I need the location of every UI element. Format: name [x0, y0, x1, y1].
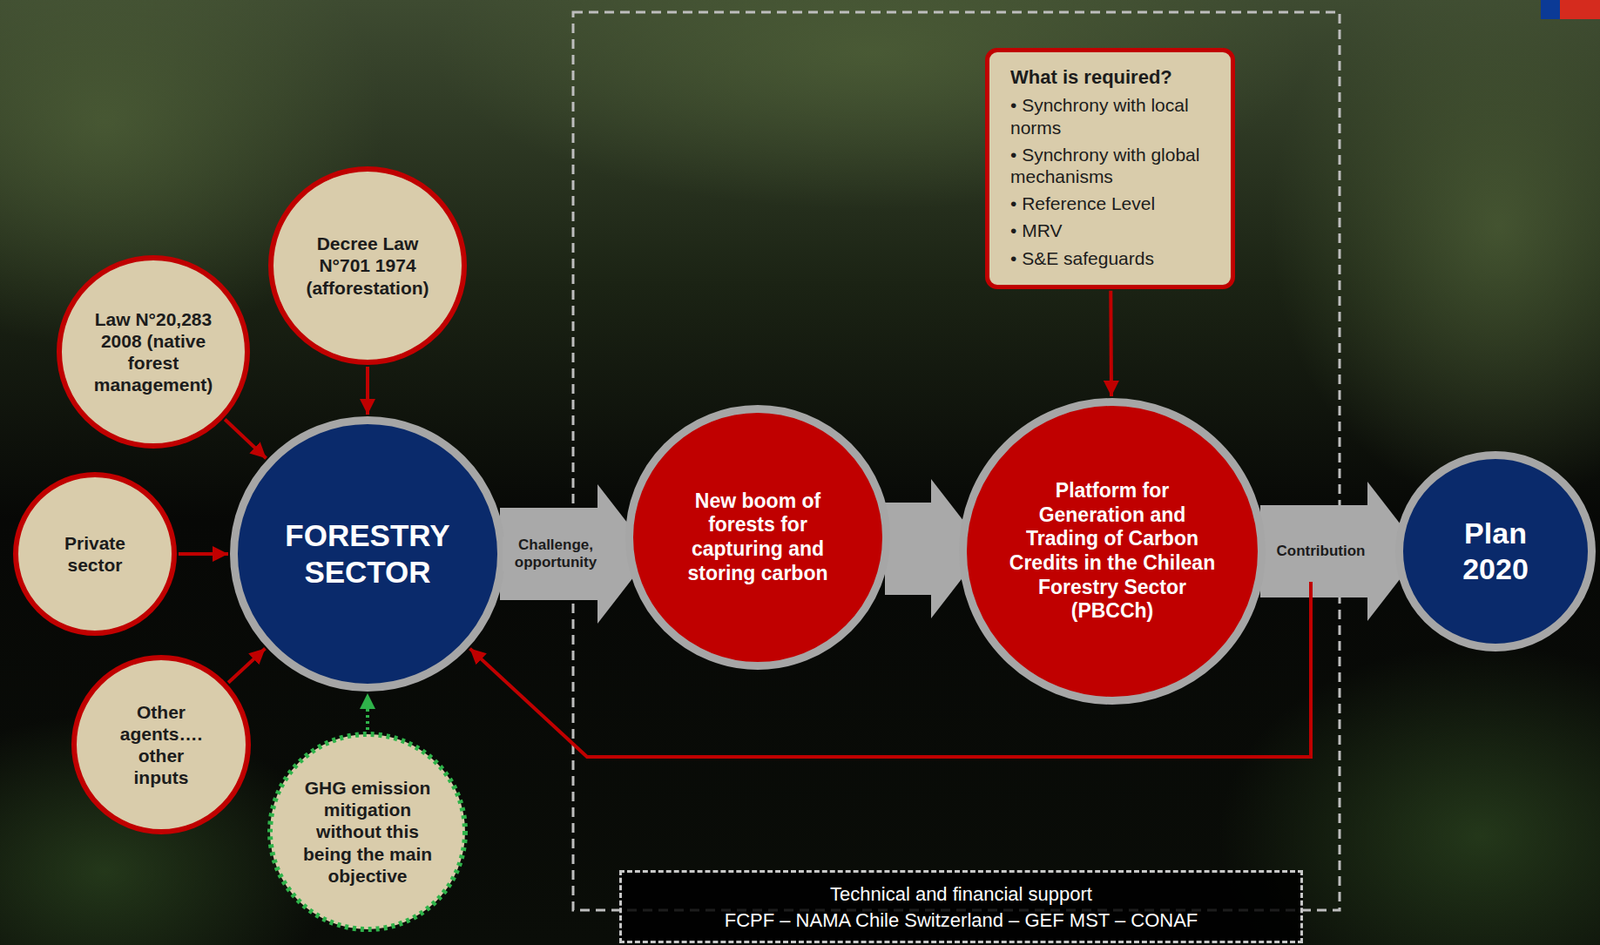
arrow-connector: [224, 419, 266, 460]
circle-outline: [629, 409, 887, 667]
dotted-connector: [365, 693, 370, 730]
circle-outline-svg: [13, 472, 177, 636]
circle-outline-svg: [56, 255, 250, 449]
node-text: GHG emission mitigation without this bei…: [296, 776, 440, 887]
node-text: Platform for Generation and Trading of C…: [1005, 479, 1220, 624]
sector-circle: FORESTRY SECTOR: [229, 416, 506, 692]
circle-outline: [59, 257, 248, 446]
arrow-connector: [178, 552, 229, 556]
plan-circle: Plan 2020: [1395, 451, 1596, 652]
node-text: FORESTRY SECTOR: [258, 517, 477, 591]
group-dashed-frame: [573, 12, 1340, 911]
node-text: Plan 2020: [1434, 515, 1557, 588]
node-text: Decree Law N°701 1974 (afforestation): [297, 232, 438, 299]
node-body-text: FCPF – NAMA Chile Switzerland – GEF MST …: [630, 909, 1292, 932]
circle-content: New boom of forests for capturing and st…: [625, 405, 891, 670]
node-text: Technical and financial support: [630, 883, 1292, 906]
node-text: New boom of forests for capturing and st…: [675, 489, 841, 586]
node-body-text: • Reference Level: [1010, 192, 1216, 215]
node-text: Law N°20,283 2008 (native forest managem…: [87, 308, 219, 397]
requirements-box: What is required? • Synchrony with local …: [985, 47, 1236, 290]
input-circle: Other agents…. other inputs: [71, 654, 251, 835]
process-circle: New boom of forests for capturing and st…: [625, 405, 891, 670]
circle-outline: [234, 420, 502, 689]
circle-content: Private sector: [13, 472, 177, 636]
law-circle: Law N°20,283 2008 (native forest managem…: [56, 255, 250, 449]
node-text: Other agents…. other inputs: [113, 701, 210, 790]
edge-label: Contribution: [1275, 542, 1368, 561]
circle-content: Platform for Generation and Trading of C…: [958, 398, 1266, 705]
circle-outline: [74, 657, 249, 832]
node-text: What is required?: [1010, 66, 1216, 89]
arrow-connector: [228, 648, 265, 683]
circle-content: FORESTRY SECTOR: [229, 416, 506, 692]
foliage-patch: [1271, 0, 1600, 506]
circle-content: Other agents…. other inputs: [71, 654, 251, 835]
law-circle: Decree Law N°701 1974 (afforestation): [268, 166, 467, 365]
circle-outline: [270, 734, 466, 930]
arrow-connector: [1108, 290, 1114, 397]
flag-blue: [1540, 0, 1560, 20]
circle-outline-svg: [229, 416, 506, 692]
circle-outline-svg: [71, 654, 251, 835]
flag-red: [1559, 0, 1600, 20]
node-body-text: • S&E safeguards: [1010, 247, 1216, 270]
circle-content: GHG emission mitigation without this bei…: [267, 731, 468, 932]
arrow-connector: [365, 366, 370, 415]
dotted-circle: GHG emission mitigation without this bei…: [267, 731, 468, 932]
circle-outline: [15, 474, 175, 634]
circle-outline: [1399, 455, 1593, 649]
node-body-text: • Synchrony with local norms: [1010, 94, 1216, 138]
edge-label: Challenge, opportunity: [502, 536, 609, 573]
process-circle: Platform for Generation and Trading of C…: [958, 398, 1266, 705]
circle-outline: [270, 168, 465, 363]
circle-content: Law N°20,283 2008 (native forest managem…: [56, 255, 250, 449]
support-box: Technical and financial supportFCPF – NA…: [619, 870, 1303, 944]
node-text: Private sector: [46, 532, 144, 576]
circle-outline-svg: [1395, 451, 1596, 652]
node-body-text: • MRV: [1010, 219, 1216, 242]
circle-content: Plan 2020: [1395, 451, 1596, 652]
input-circle: Private sector: [13, 472, 177, 636]
circle-content: Decree Law N°701 1974 (afforestation): [268, 166, 467, 365]
circle-outline: [963, 402, 1263, 702]
node-body-text: • Synchrony with global mechanisms: [1010, 143, 1216, 188]
